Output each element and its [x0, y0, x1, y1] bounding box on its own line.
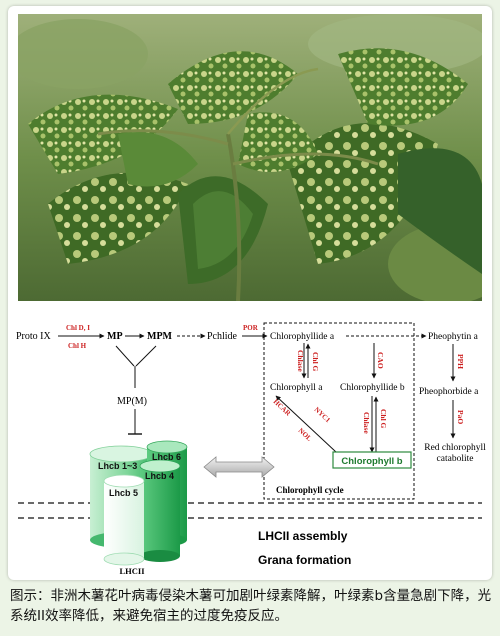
chlorophyll-b-label: Chlorophyll b [341, 456, 402, 467]
lhcb4-label: Lhcb 4 [145, 471, 174, 481]
mp-label: MP [107, 331, 123, 342]
enzyme-por: POR [243, 324, 259, 332]
mpm-bracket-label: MP(M) [117, 396, 147, 407]
chlorophyll-b-box [332, 451, 412, 469]
y-left-branch [115, 345, 135, 367]
lhcii-complex [89, 440, 188, 566]
enzyme-chlg-1: Chl G [311, 352, 320, 372]
enzyme-chlase-1: Chlase [296, 350, 305, 372]
grana-formation-label: Grana formation [258, 553, 351, 567]
chlorophyll-cycle-box [263, 322, 415, 500]
enzyme-chlg-2: Chl G [379, 409, 388, 429]
enzyme-hcar: HCAR [272, 398, 293, 419]
enzyme-cao: CAO [376, 352, 385, 369]
enzyme-pao: PaO [456, 410, 465, 424]
enzyme-chl-h: Chl H [68, 342, 87, 350]
chlorophyll-a-label: Chlorophyll a [270, 383, 323, 393]
arrow-chlb-chla [275, 395, 337, 453]
lhcii-assembly-label: LHCII assembly [258, 529, 348, 543]
lhcb5-label: Lhcb 5 [109, 488, 138, 498]
pchlide-label: Pchlide [207, 331, 238, 342]
figure-frame: Proto IX Chl D, I Chl H MP MPM Pchlide P… [8, 6, 492, 580]
figure-caption: 图示：非洲木薯花叶病毒侵染木薯可加剧叶绿素降解，叶绿素b含量急剧下降，光系统II… [10, 588, 492, 624]
pheophytin-a-label: Pheophytin a [428, 332, 479, 342]
rcc-label-line1: Red chlorophyll [424, 443, 486, 453]
chlorophyll-cycle-label: Chlorophyll cycle [276, 485, 344, 495]
chlorophyll-pathway-diagram: Proto IX Chl D, I Chl H MP MPM Pchlide P… [16, 322, 486, 576]
enzyme-pph: PPH [456, 354, 465, 369]
double-arrow [203, 456, 275, 478]
rcc-label-line2: catabolite [437, 454, 474, 464]
chlorophyllide-b-label: Chlorophyllide b [340, 383, 405, 393]
lhcb13-label: Lhcb 1~3 [98, 461, 137, 471]
cassava-leaves-photo [18, 14, 482, 301]
mpm-label: MPM [147, 331, 173, 342]
enzyme-nyc1: NYC1 [313, 406, 332, 425]
enzyme-chl-d-i: Chl D, I [66, 324, 90, 332]
lhcii-label: LHCII [119, 566, 145, 576]
pheophorbide-a-label: Pheophorbide a [419, 387, 479, 397]
y-right-branch [135, 345, 157, 367]
chlorophyllide-a-label: Chlorophyllide a [270, 332, 335, 342]
lhcb6-label: Lhcb 6 [152, 452, 181, 462]
proto-ix-label: Proto IX [16, 331, 52, 342]
enzyme-chlase-2: Chlase [362, 412, 371, 434]
